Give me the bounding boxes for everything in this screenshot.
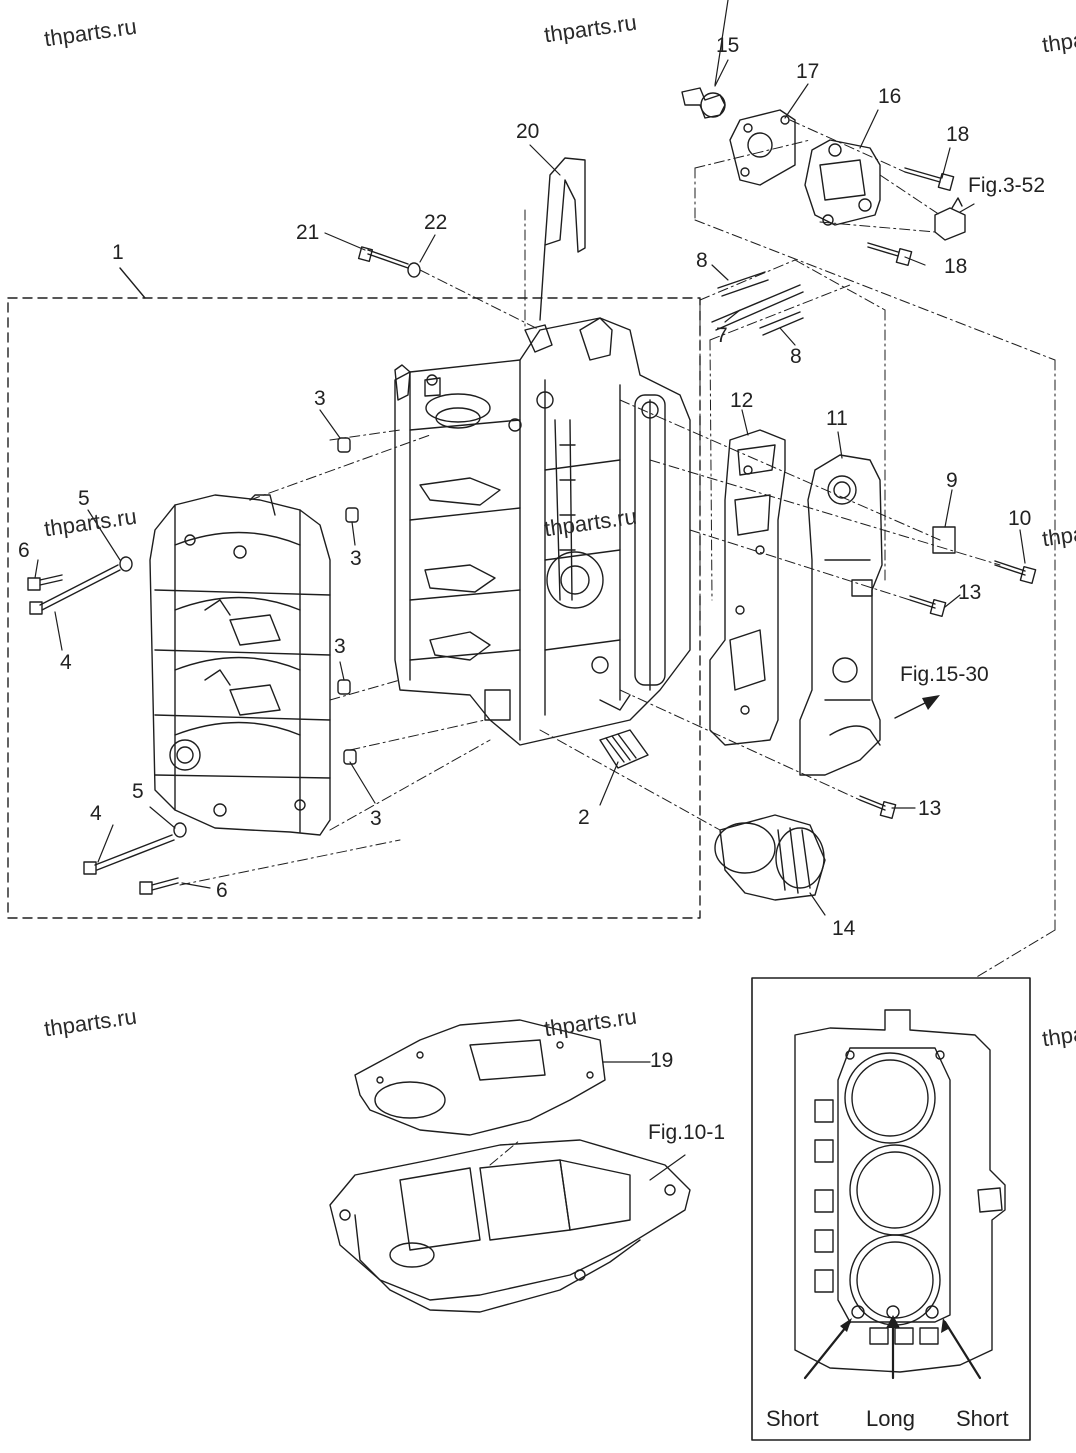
cylinder-block (394, 317, 691, 746)
oil-pan-gasket (354, 1019, 606, 1136)
callout-16: 16 (878, 85, 902, 108)
callout-21: 21 (296, 221, 320, 244)
callout-8: 8 (696, 249, 708, 272)
callout-5: 5 (78, 487, 90, 510)
callout-5: 5 (132, 780, 144, 803)
callout-8: 8 (790, 345, 802, 368)
union-bolt (599, 729, 649, 769)
callout-7: 7 (716, 324, 728, 347)
callout-14: 14 (832, 917, 856, 940)
callout-9: 9 (946, 469, 958, 492)
fig-15-30-arrow (894, 695, 940, 719)
callout-3: 3 (370, 807, 382, 830)
callout-12: 12 (730, 389, 754, 412)
callout-17: 17 (796, 60, 820, 83)
callout-10: 10 (1008, 507, 1032, 530)
exhaust-cover-gasket (709, 429, 786, 746)
callout-13: 13 (918, 797, 942, 820)
oil-strainer-bracket (539, 157, 586, 321)
callout-18: 18 (944, 255, 968, 278)
callout-3: 3 (334, 635, 346, 658)
callout-11: 11 (826, 407, 848, 430)
thermostat-gasket (729, 109, 796, 186)
inset-caption-long: Long (866, 1406, 915, 1431)
callout-4: 4 (90, 802, 102, 825)
callout-6: 6 (216, 879, 228, 902)
callout-1: 1 (112, 241, 124, 264)
crankcase (149, 494, 331, 836)
inset-frame (751, 977, 1031, 1441)
exhaust-cover (799, 454, 883, 776)
callout-13: 13 (958, 581, 982, 604)
inset-arrows (803, 1320, 982, 1380)
callout-15: 15 (716, 34, 740, 57)
leader-lines (34, 0, 1026, 1181)
assembly-guides (179, 119, 1056, 1166)
exhaust-guide (329, 1139, 691, 1313)
callout-4: 4 (60, 651, 72, 674)
inset-caption-short-left: Short (766, 1406, 819, 1431)
thermostat-cover (804, 139, 881, 226)
callout-6: 6 (18, 539, 30, 562)
bolts (27, 167, 1037, 895)
callout-20: 20 (516, 120, 540, 143)
callout-3: 3 (350, 547, 362, 570)
callout-18: 18 (946, 123, 970, 146)
inset-caption-short-right: Short (956, 1406, 1009, 1431)
figure-ref-10-1: Fig.10-1 (648, 1121, 726, 1144)
thermostat (681, 87, 726, 119)
figure-ref-3-52: Fig.3-52 (968, 174, 1046, 197)
figure-ref-15-30: Fig.15-30 (900, 663, 989, 686)
temperature-sensor (934, 197, 966, 241)
callout-2: 2 (578, 806, 590, 829)
oil-filter (714, 814, 826, 901)
inset-cylinder-block (794, 1009, 1006, 1373)
callout-19: 19 (650, 1049, 674, 1072)
callout-3: 3 (314, 387, 326, 410)
crankcase-assembly-boundary (7, 297, 701, 919)
callout-22: 22 (424, 211, 448, 234)
